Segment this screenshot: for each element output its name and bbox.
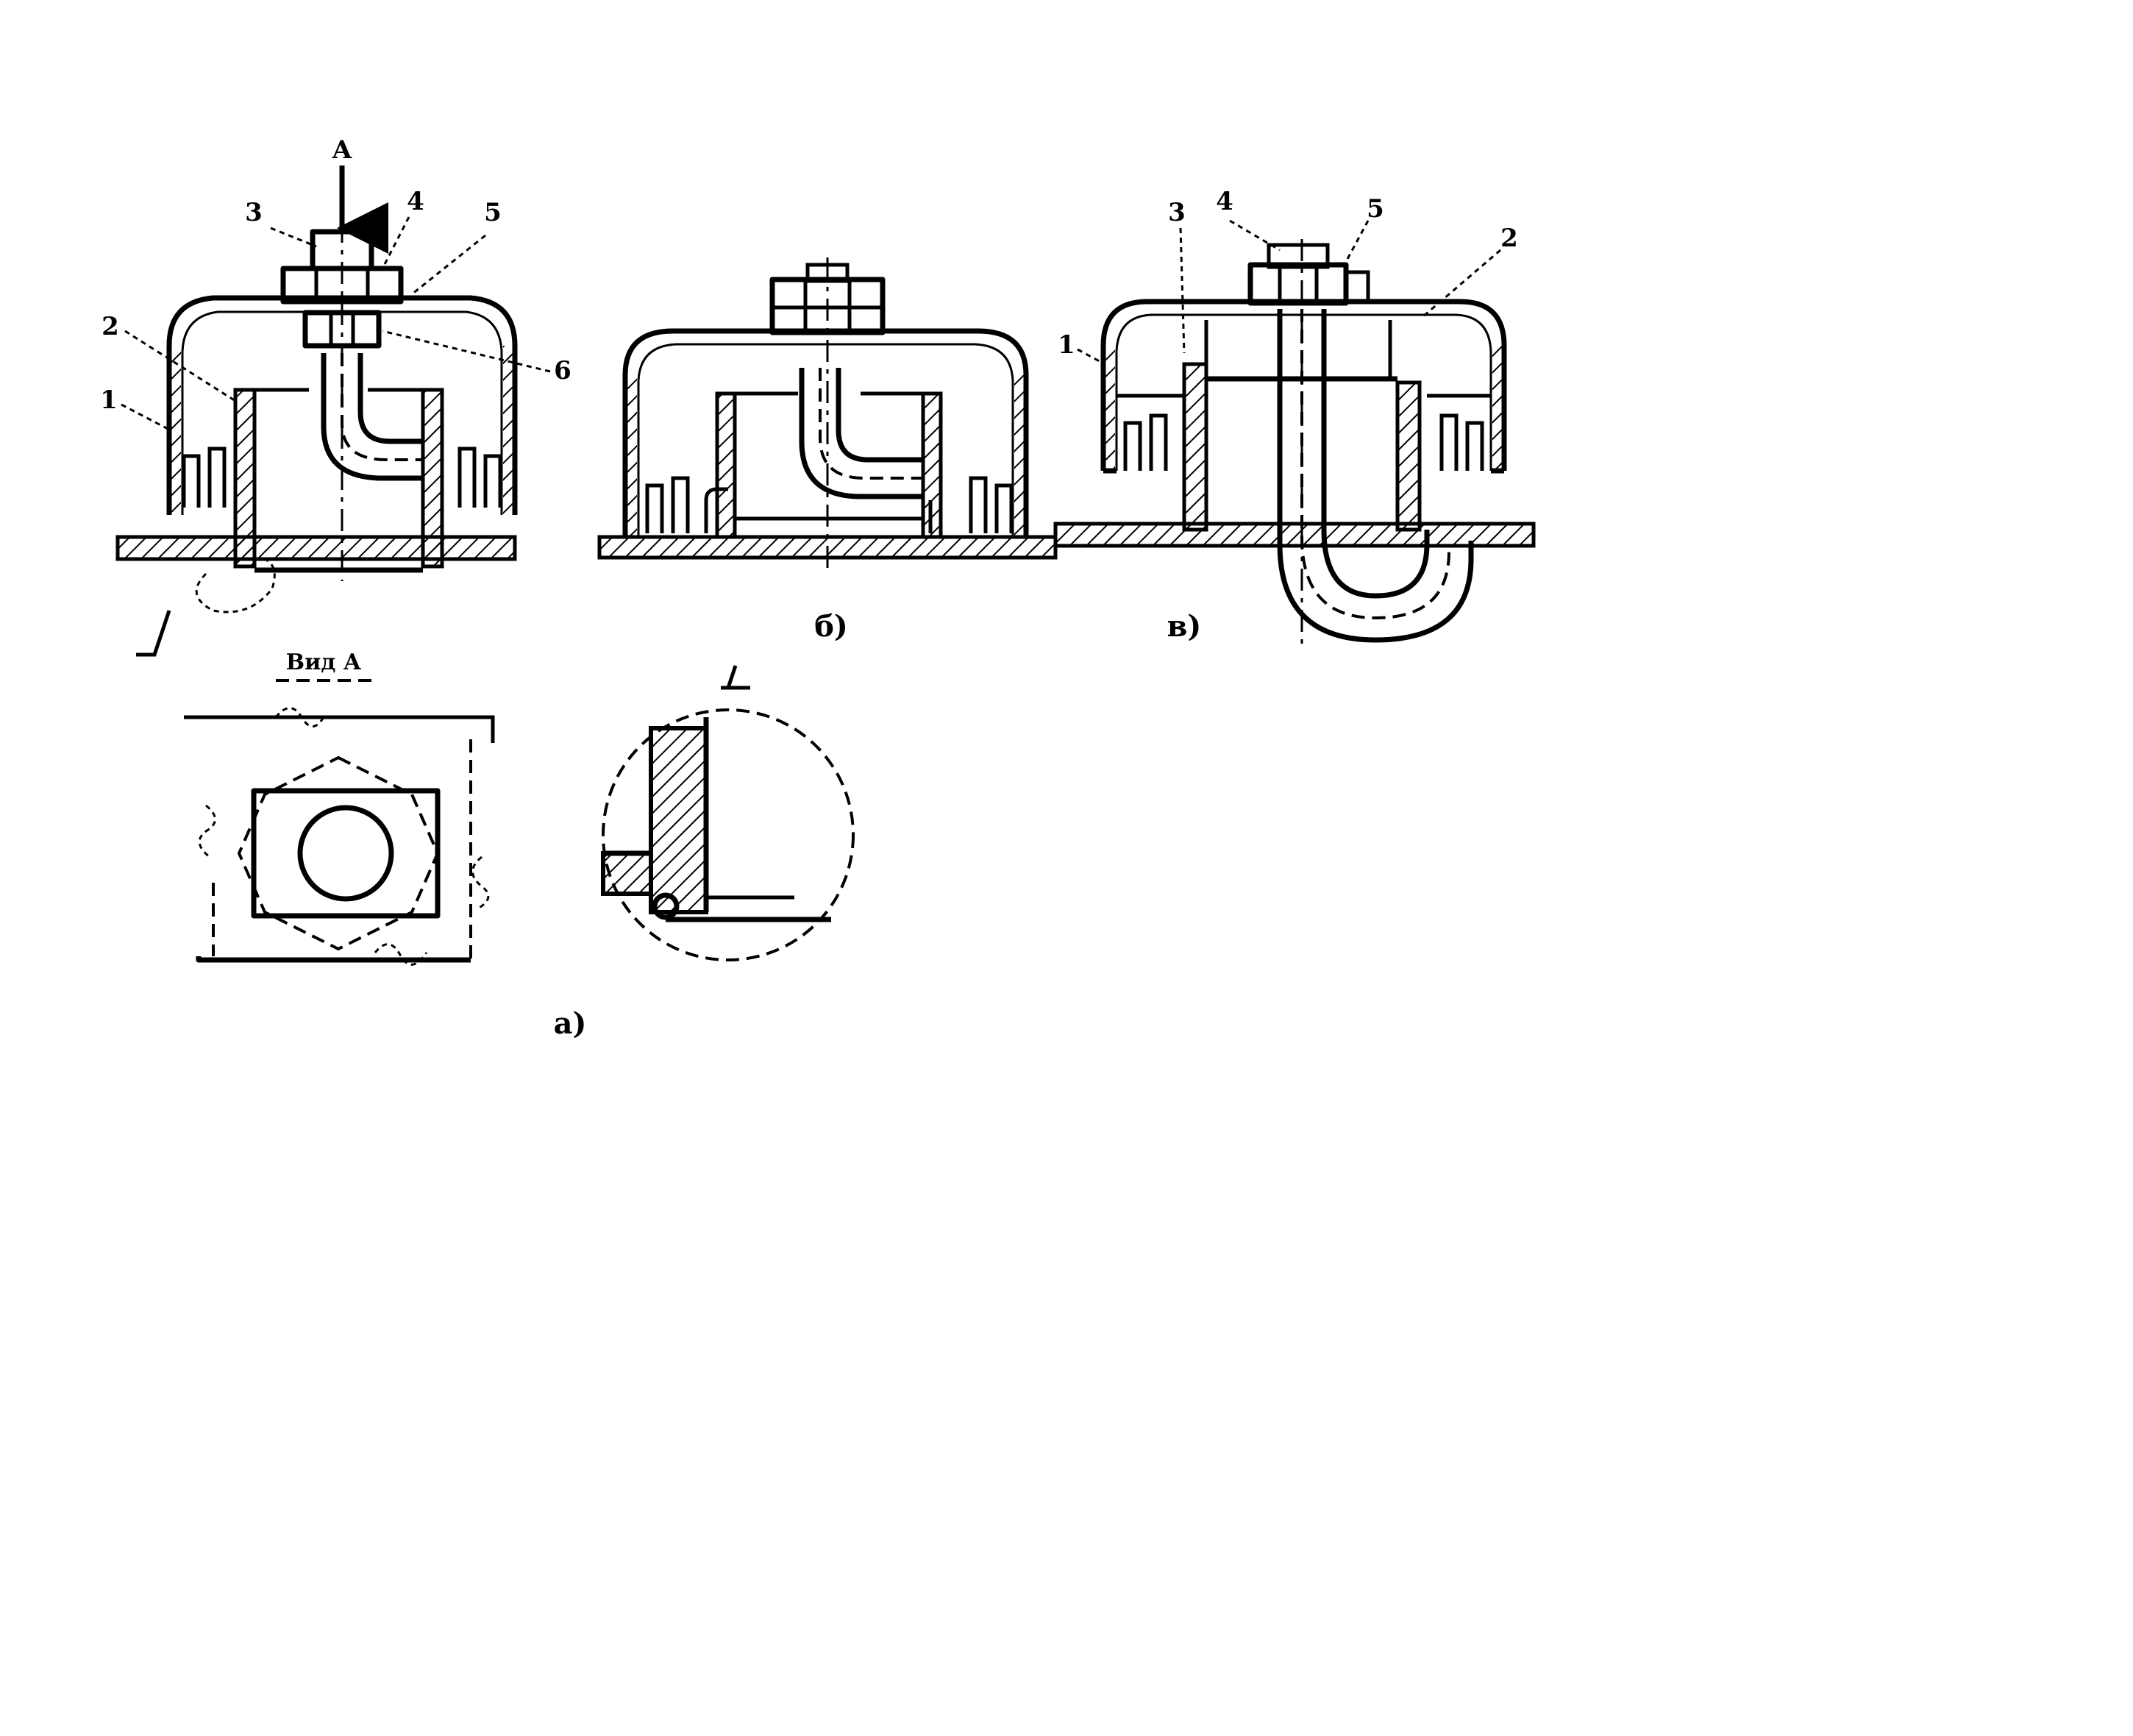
- label-1-v: 1: [1058, 330, 1075, 360]
- detail-i: [601, 665, 855, 961]
- outer-cap-b: [622, 328, 1029, 537]
- label-4-a: 4: [407, 187, 424, 216]
- bore-circle: [297, 805, 394, 902]
- caption-a: а): [554, 1006, 587, 1041]
- caption-v: в): [1167, 609, 1202, 644]
- label-5-v: 5: [1367, 194, 1384, 224]
- inner-tube-v-right: [1395, 380, 1422, 532]
- label-2-a: 2: [102, 312, 119, 341]
- view-b-assembly: [597, 257, 1058, 570]
- view-v-assembly: [1053, 219, 1536, 647]
- bent-pipe-a: [321, 353, 423, 481]
- inner-tube-v-left: [1182, 362, 1208, 532]
- view-a-title: Вид А: [286, 650, 362, 675]
- label-4-v: 4: [1216, 187, 1233, 216]
- view-a-detail: [184, 707, 495, 966]
- base-plate-v: [1053, 522, 1536, 548]
- j-pipe-outer: [1277, 309, 1474, 643]
- label-6-a: 6: [554, 356, 571, 385]
- inner-tube-a-right: [421, 388, 444, 569]
- caption-b: б): [814, 609, 848, 644]
- inner-tube-b-right: [921, 391, 943, 539]
- label-2-v: 2: [1500, 224, 1518, 253]
- outer-cap-a: [166, 295, 518, 515]
- base-plate-a: [115, 535, 517, 561]
- nut-v: [1247, 262, 1349, 306]
- label-1-a: 1: [100, 385, 118, 415]
- inner-tube-a-left: [233, 388, 257, 569]
- bent-pipe-b: [799, 368, 923, 499]
- inner-tube-b-left: [715, 391, 737, 539]
- view-a-assembly: [115, 166, 551, 657]
- detail-circle: [602, 708, 855, 961]
- outer-cap-v: [1100, 299, 1507, 471]
- detail-tube-wall: [649, 726, 708, 914]
- hex-outline: [237, 755, 440, 951]
- arrow-a-label: А: [332, 135, 352, 165]
- label-5-a: 5: [484, 198, 502, 227]
- label-3-v: 3: [1168, 198, 1186, 227]
- label-3-a: 3: [245, 198, 263, 227]
